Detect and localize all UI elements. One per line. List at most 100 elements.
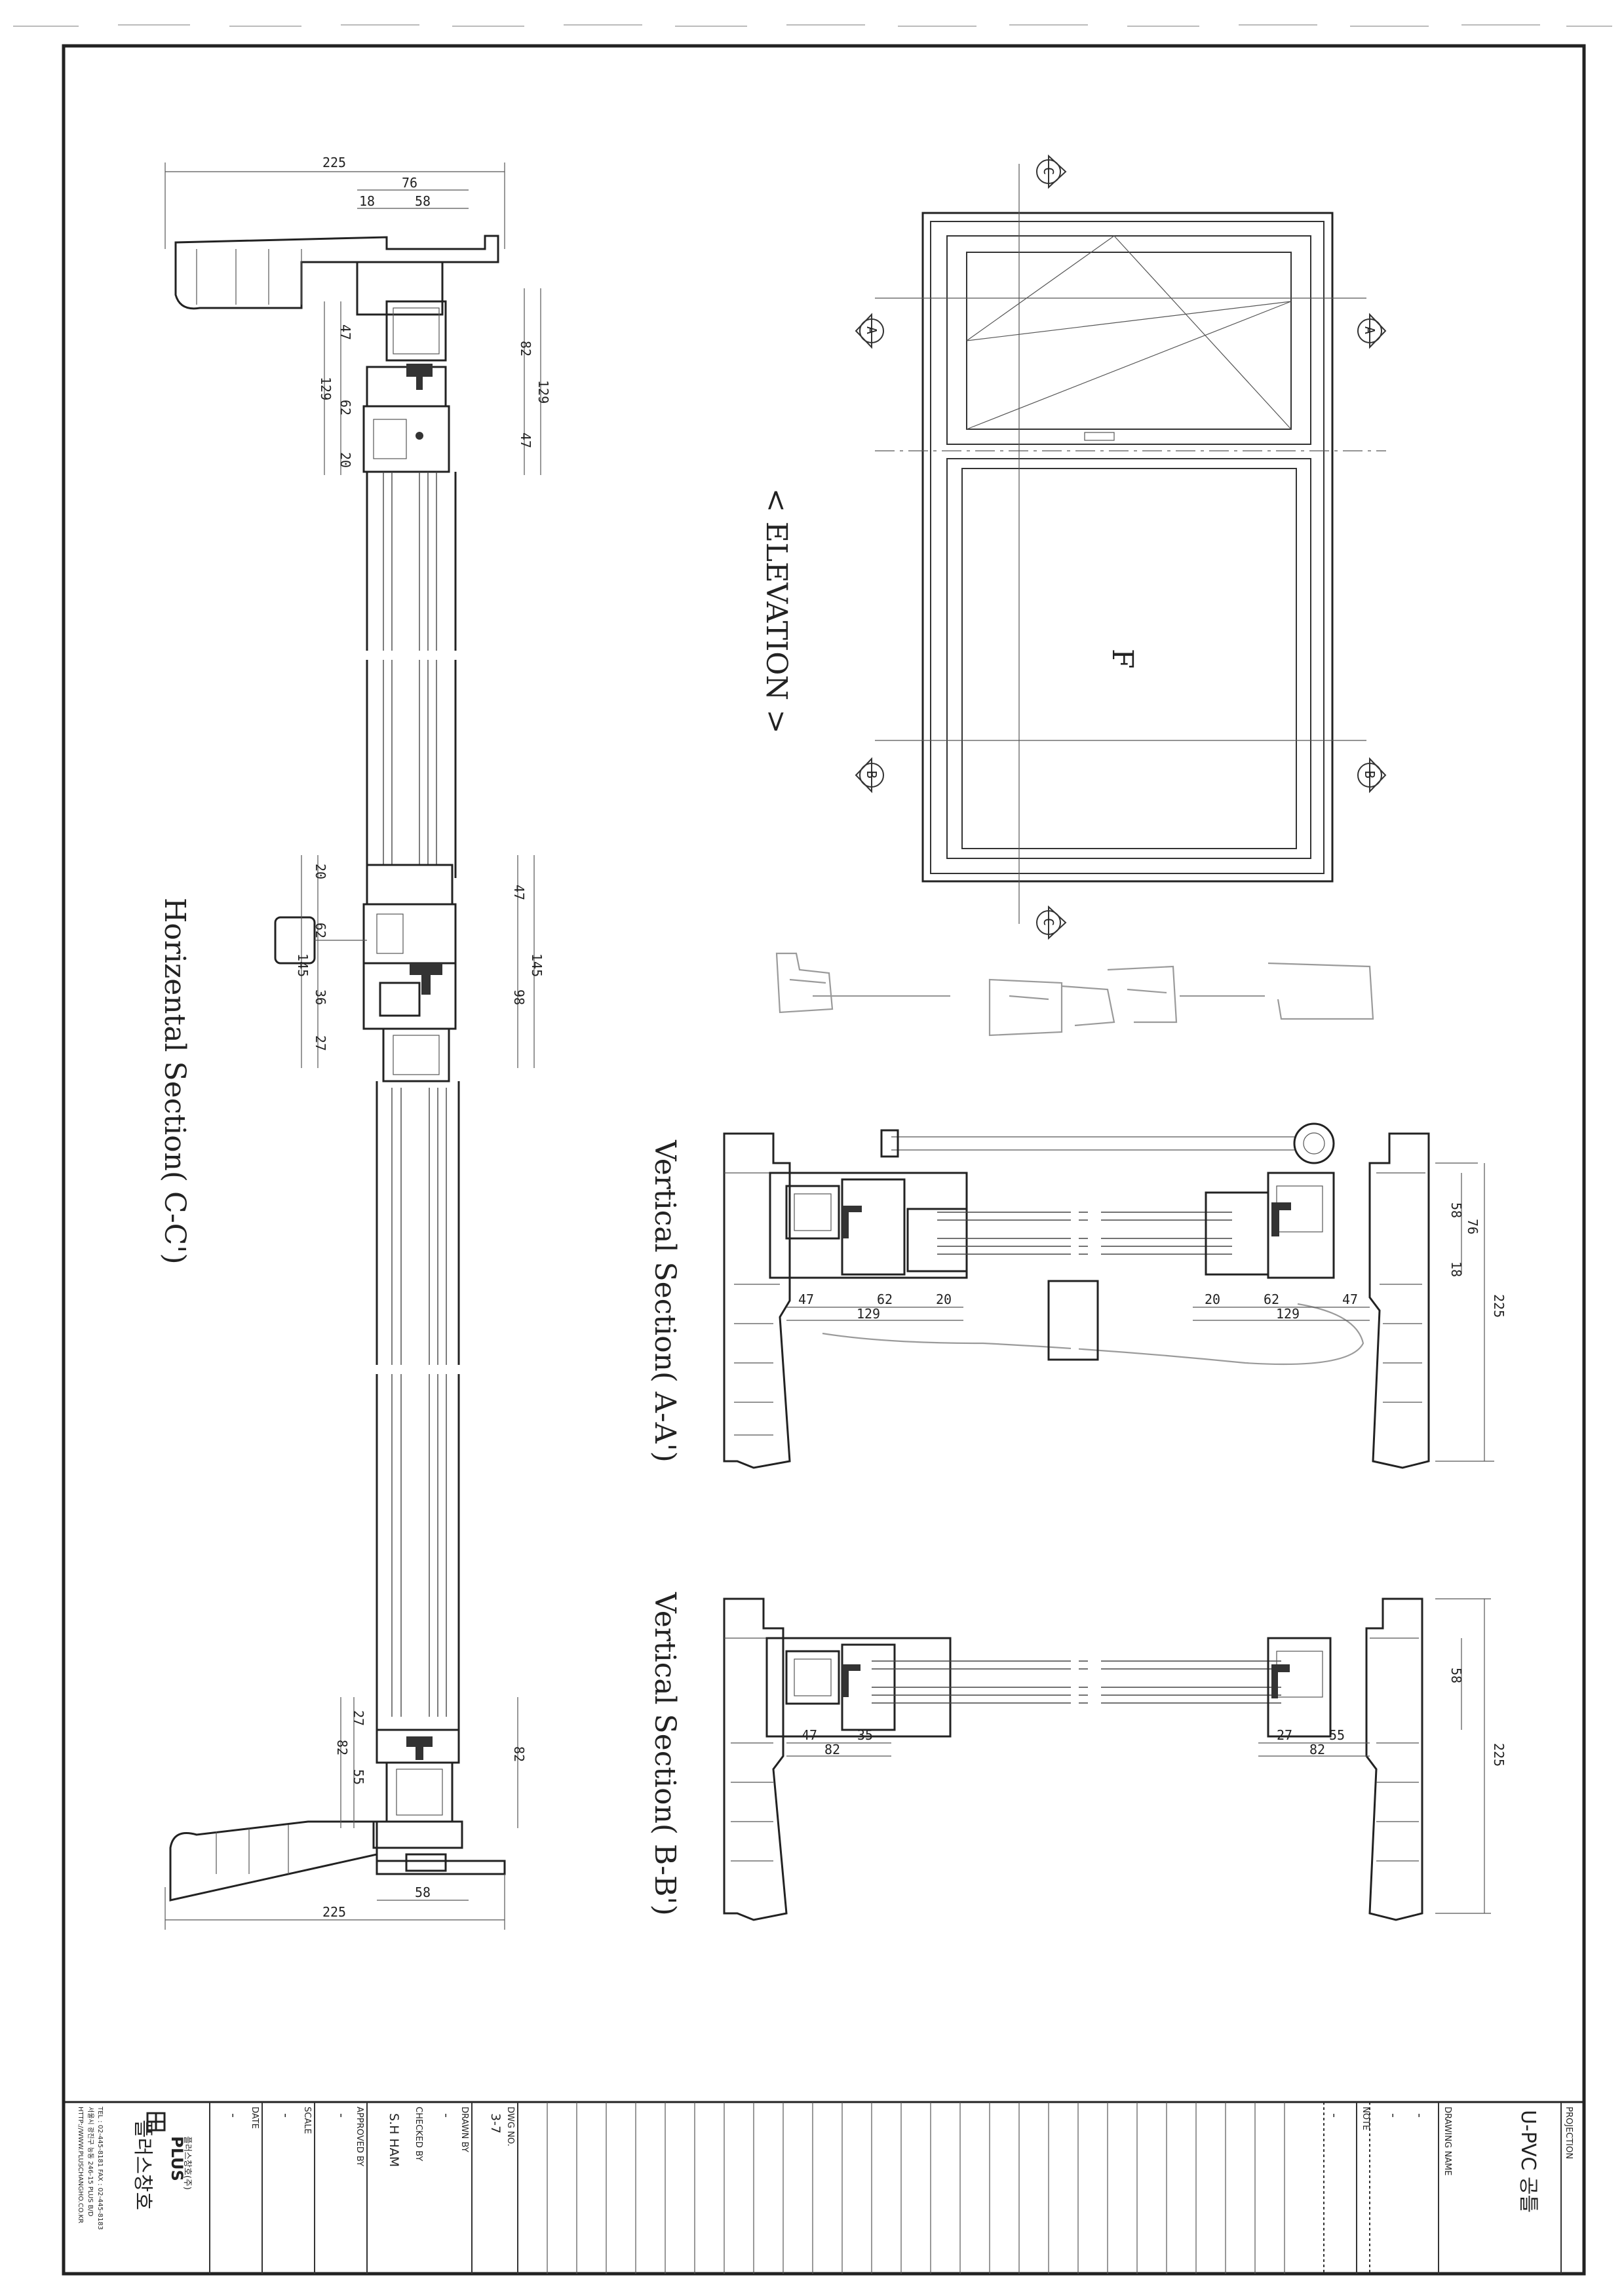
svg-text:A: A [864, 326, 880, 334]
cut-marker-c-top: C [1036, 154, 1067, 189]
dim-va-s-18: 18 [1448, 1261, 1464, 1277]
dim-va-s-58: 58 [1448, 1202, 1464, 1218]
dim-hs-ul-47: 47 [338, 324, 353, 340]
dim-vb-s-58: 58 [1448, 1668, 1464, 1683]
dim-vb-l-82: 82 [824, 1742, 840, 1757]
elevation-drawing [875, 164, 1386, 924]
cut-marker-a-right: A [1357, 313, 1387, 349]
dim-hs-bottom-58: 58 [415, 1885, 431, 1900]
dim-hs-mr-145: 145 [529, 953, 545, 977]
tb-checked-by: S.H HAM [387, 2113, 401, 2167]
dim-va-r-47: 47 [1342, 1292, 1358, 1307]
cut-marker-c-bottom: C [1036, 905, 1067, 940]
svg-text:C: C [1041, 918, 1056, 926]
dim-hs-ml-20: 20 [313, 864, 328, 879]
tb-company-brand: PLUS [168, 2136, 186, 2181]
dim-va-l-62: 62 [877, 1292, 893, 1307]
title-block [146, 2102, 1562, 2274]
tb-date: - [226, 2113, 241, 2118]
horizontal-section-drawing [164, 163, 541, 1930]
dim-va-s-76: 76 [1465, 1219, 1480, 1234]
dim-hs-mr-47: 47 [511, 885, 527, 900]
dim-hs-top-18: 18 [359, 193, 375, 209]
dim-hs-ul-129: 129 [318, 377, 334, 400]
sheet-border [62, 44, 1586, 2276]
vertical-section-b-drawing [723, 1598, 1491, 1921]
vertical-section-a-title: Vertical Section( A-A') [648, 1139, 682, 1463]
dim-hs-ur-129: 129 [535, 380, 551, 404]
tb-drawing-name-2: - [1386, 2113, 1401, 2118]
vertical-section-a-dims: 47 62 20 129 20 62 47 129 58 76 18 225 [798, 1202, 1507, 1322]
dim-hs-ml-62: 62 [313, 923, 328, 938]
dim-hs-bottom-225: 225 [322, 1904, 346, 1920]
dim-vb-l-47: 47 [802, 1727, 817, 1743]
dim-va-l-20: 20 [936, 1292, 952, 1307]
tb-company-address: 서울시 광진구 능동 246-15 PLUS B/D [87, 2107, 94, 2217]
dim-vb-l-35: 35 [857, 1727, 873, 1743]
dim-hs-ll-55: 55 [351, 1769, 366, 1785]
tb-company-tagline: 플러스창호(주) [182, 2136, 192, 2190]
svg-text:B: B [1362, 771, 1378, 778]
dim-va-r-20: 20 [1205, 1292, 1220, 1307]
tb-company-name: 플러스창호 [131, 2120, 154, 2210]
tb-projection-label: PROJECTION [1564, 2107, 1574, 2159]
scan-edge-marks [13, 24, 1612, 27]
elevation-title: < ELEVATION > [760, 488, 793, 734]
tb-note-value: - [1327, 2113, 1342, 2118]
tb-approved-by-label: APPROVED BY [355, 2107, 364, 2166]
dim-hs-ur-47: 47 [518, 432, 533, 448]
dim-va-l-129: 129 [857, 1306, 880, 1322]
vertical-section-b-dims: 47 35 82 27 55 82 58 225 [802, 1668, 1507, 1767]
dim-vb-r-82: 82 [1309, 1742, 1325, 1757]
dim-hs-ll-27: 27 [351, 1710, 366, 1726]
dim-va-s-225: 225 [1491, 1294, 1507, 1318]
dim-hs-ml-27: 27 [313, 1035, 328, 1051]
dim-va-r-62: 62 [1264, 1292, 1279, 1307]
tb-scale: - [279, 2113, 293, 2118]
tb-dwg-no-label: DWG NO. [505, 2107, 515, 2147]
dim-hs-ml-36: 36 [313, 989, 328, 1005]
tb-project-name: U-PVC 공틀 [1517, 2110, 1539, 2213]
cut-marker-a-left: A [855, 313, 884, 349]
tb-company-tel: TEL : 02-445-8181 FAX : 02-445-8183 [96, 2106, 104, 2230]
dim-hs-mr-98: 98 [511, 989, 527, 1005]
tb-checked-by-label: CHECKED BY [414, 2107, 423, 2161]
vertical-section-a-drawing [723, 1122, 1494, 1469]
elevation-fixed-label: F [1106, 649, 1139, 669]
svg-text:A: A [1362, 326, 1378, 334]
svg-text:B: B [864, 771, 880, 778]
cut-marker-b-right: B [1357, 757, 1387, 794]
tb-company-url: HTTP://WWW.PLUSCHANGHO.CO.KR [77, 2107, 84, 2223]
vertical-section-b-title: Vertical Section( B-B') [648, 1592, 682, 1916]
dim-hs-lr-82: 82 [511, 1746, 527, 1762]
svg-text:C: C [1041, 167, 1056, 175]
dim-hs-ur-82: 82 [518, 341, 533, 356]
dim-hs-ul-20: 20 [338, 452, 353, 468]
dim-va-l-47: 47 [798, 1292, 814, 1307]
dim-hs-top-58: 58 [415, 193, 431, 209]
tb-dwg-no: 3-7 [488, 2113, 503, 2133]
pencil-sketch [775, 952, 1374, 1366]
horizontal-section-dims: 225 76 18 58 47 129 62 20 82 129 47 20 6… [295, 155, 551, 1920]
dim-va-r-129: 129 [1276, 1306, 1300, 1322]
tb-drawing-name-1: - [1412, 2113, 1427, 2118]
tb-note-label: NOTE [1361, 2107, 1370, 2130]
dim-hs-ul-62: 62 [338, 400, 353, 415]
dim-hs-ll-82: 82 [334, 1740, 350, 1755]
dim-hs-ml-145: 145 [295, 953, 311, 977]
dim-vb-r-27: 27 [1277, 1727, 1292, 1743]
dim-hs-top-225: 225 [322, 155, 346, 170]
cut-marker-b-left: B [855, 757, 884, 794]
dim-vb-r-55: 55 [1329, 1727, 1345, 1743]
tb-drawn-by: - [439, 2113, 454, 2118]
horizontal-section-title: Horizental Section( C-C') [158, 898, 191, 1265]
tb-drawn-by-label: DRAWN BY [459, 2107, 469, 2152]
tb-scale-label: SCALE [302, 2107, 312, 2134]
tb-date-label: DATE [250, 2107, 260, 2129]
dim-hs-top-76: 76 [402, 175, 417, 191]
tb-approved-by: - [334, 2113, 349, 2118]
tb-drawing-name-label: DRAWING NAME [1442, 2107, 1452, 2175]
elevation-cut-markers: C A A C B B [855, 154, 1387, 940]
title-block-text: PROJECTION U-PVC 공틀 DRAWING NAME - - NOT… [77, 2106, 1574, 2230]
